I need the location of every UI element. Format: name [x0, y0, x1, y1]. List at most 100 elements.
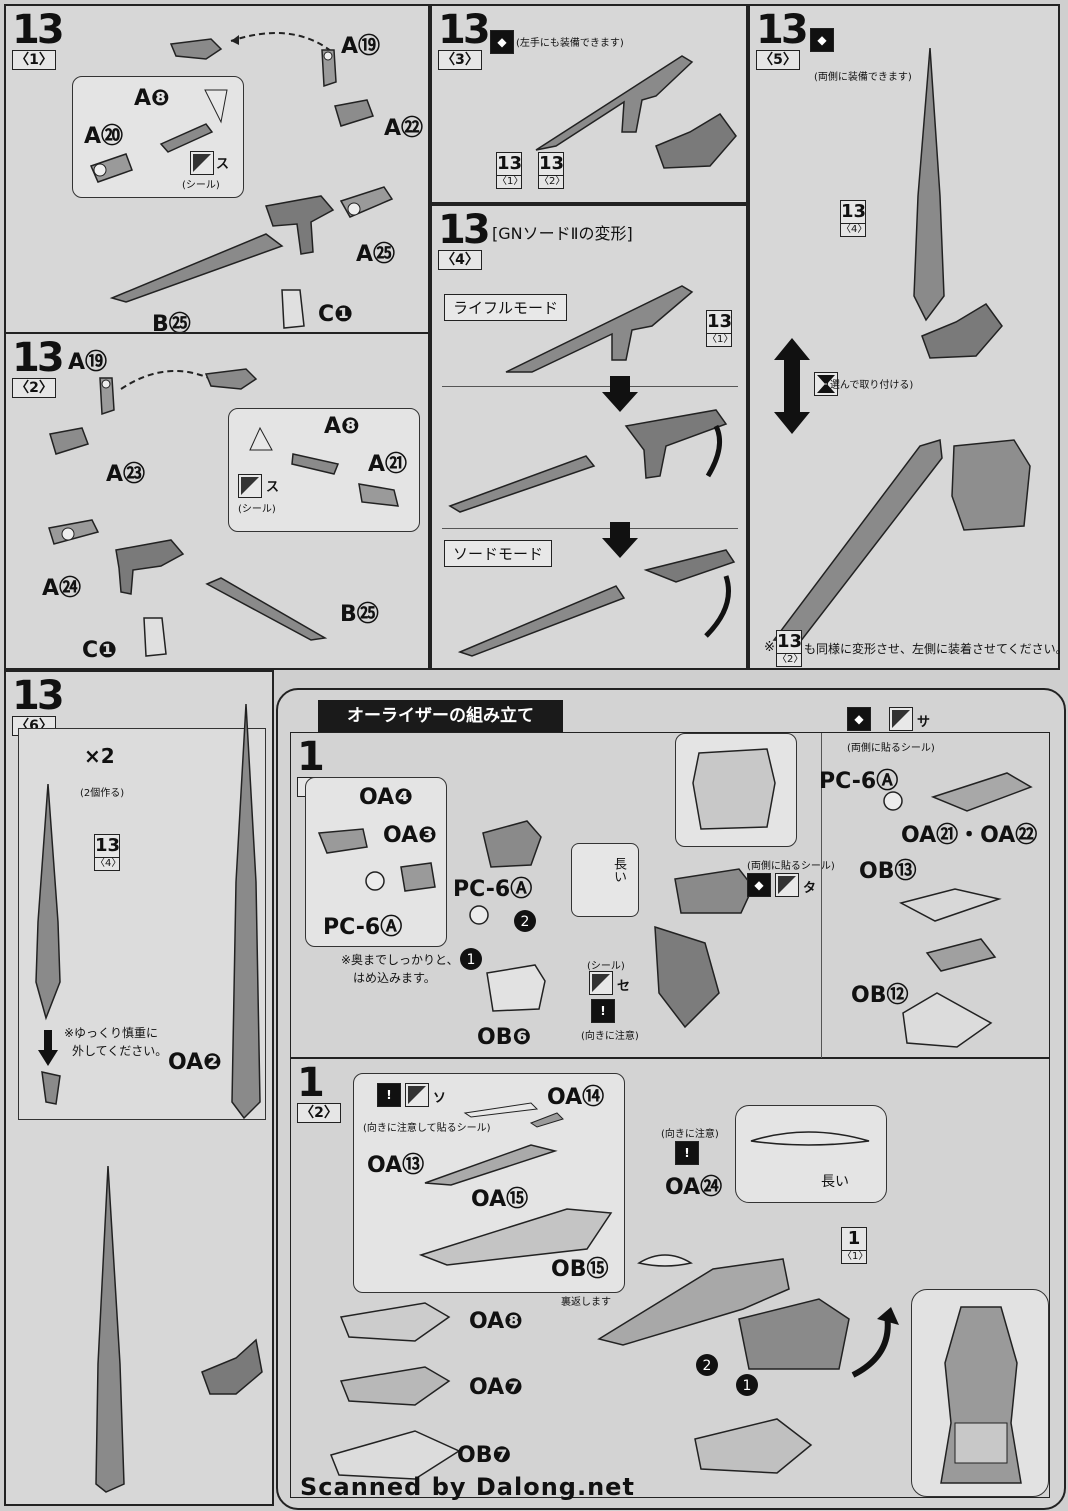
times-two: ×2 [84, 744, 115, 768]
ref-13-2: 13〈2〉 [538, 152, 565, 189]
label-b25: B㉕ [340, 602, 379, 627]
label-a24: A㉔ [42, 576, 82, 601]
double-arrow [774, 338, 810, 434]
part-a8 [159, 123, 214, 153]
claw-part [654, 925, 720, 1029]
note-make2: (2個作る) [80, 788, 125, 799]
caution-icon: ! [675, 1141, 699, 1165]
note-press2: はめ込みます。 [353, 971, 436, 985]
label-oa4: OA❹ [359, 785, 413, 810]
body-unit [738, 1298, 850, 1370]
label-a23: A㉓ [106, 462, 146, 487]
small-hilt [41, 1071, 61, 1105]
wing-assembled [597, 1258, 790, 1346]
panel-step-13-6: 13 〈6〉 ×2 (2個作る) 13〈4〉 ※ゆっくり慎重に 外してください。… [4, 670, 274, 1506]
left-right-icon: ◆ [747, 873, 771, 897]
label-a20: A⑳ [84, 124, 124, 149]
note-both-sticker: (両側に貼るシール) [847, 743, 935, 754]
gun-handle-part [204, 368, 258, 390]
note-caution: (向きに注意) [581, 1031, 639, 1042]
part-ob12-top [925, 938, 997, 972]
note-both-sticker: (両側に貼るシール) [747, 861, 835, 872]
part-ob12 [902, 992, 993, 1048]
step-number: 13 [438, 207, 491, 253]
sword-vertical [913, 47, 945, 322]
ref-num: 13 [777, 631, 803, 652]
ref-1-1: 1〈1〉 [841, 1227, 869, 1264]
forearm-part [921, 303, 1003, 359]
sticker-so: ソ [433, 1091, 447, 1106]
panel-step-13-3: 13 〈3〉 ◆ (左手にも装備できます) 13〈1〉 13〈2〉 [430, 4, 748, 204]
base-unit [694, 1418, 813, 1474]
dashed-arrow [120, 370, 212, 390]
label-pc6: PC-6Ⓐ [819, 769, 899, 794]
inset-x2 [18, 728, 266, 1120]
ref-num: 1 [847, 1228, 861, 1249]
sword-right [231, 703, 261, 1120]
note-press: ※奥までしっかりと、 [341, 953, 459, 967]
step-badge: 13 〈3〉 [438, 10, 491, 70]
sticker-shape [249, 426, 273, 451]
small-part-a19 [99, 377, 115, 416]
caution-icon: ! [377, 1083, 401, 1107]
label-ob15: OB⑮ [551, 1257, 609, 1282]
sword-mode-label: ソードモード [444, 540, 553, 567]
caution-icon: ! [591, 999, 615, 1023]
panel-step-1-2: 1 〈2〉 ! ソ (向きに注意して貼るシール) OA⑭ OA⑬ OA⑮ OB⑮… [290, 1058, 1050, 1498]
blade-b25 [109, 233, 284, 303]
gun-handle-part [169, 38, 223, 60]
select-icon [814, 372, 838, 396]
note-long: 長い [821, 1174, 849, 1190]
ref-num: 13 [841, 201, 867, 222]
ref-sub: 〈4〉 [841, 223, 868, 235]
note-caution-sticker: (向きに注意して貼るシール) [363, 1123, 491, 1134]
part-ob15 [418, 1208, 613, 1266]
note-asterisk: ※ [764, 640, 775, 655]
sticker-icon [889, 707, 913, 731]
down-arrow [602, 522, 638, 558]
ref-sub: 〈2〉 [777, 653, 804, 665]
ref-sub: 〈1〉 [842, 1250, 869, 1262]
sticker-se: セ [617, 979, 631, 994]
torso-part [951, 439, 1031, 531]
label-pc6: PC-6Ⓐ [453, 877, 533, 902]
part-top-view [692, 748, 776, 830]
step-marker-1: 1 [736, 1374, 758, 1396]
note-caution: (向きに注意) [661, 1129, 719, 1140]
ref-13-4: 13〈4〉 [94, 834, 121, 871]
part-oa8 [339, 1302, 451, 1342]
front-view-unit [940, 1306, 1022, 1484]
sticker-ta: タ [803, 881, 817, 896]
forearm-part [655, 113, 737, 169]
label-oa14: OA⑭ [547, 1085, 605, 1110]
label-ob6: OB❻ [477, 1025, 532, 1050]
part-clip-assembled [674, 868, 754, 914]
label-ob12: OB⑫ [851, 983, 909, 1008]
panel-step-13-5: 13 〈5〉 ◆ (両側に装備できます) 13〈4〉 (選んで取り付ける) ※ … [748, 4, 1068, 670]
part-pc6 [883, 791, 903, 811]
step-badge: 13 〈6〉 [12, 676, 65, 736]
inset-long [571, 843, 639, 917]
step-sub: 〈2〉 [12, 378, 56, 398]
sword-left [35, 783, 61, 1021]
down-arrow [602, 376, 638, 412]
panel-step-1-1: 1 〈1〉 OA❹ OA❸ PC-6Ⓐ PC-6Ⓐ 1 2 ※奥までしっかりと、… [290, 707, 1050, 1059]
step-marker-1: 1 [460, 948, 482, 970]
part-c1 [143, 617, 167, 657]
step-marker-2: 2 [696, 1354, 718, 1376]
rifle-mode-label: ライフルモード [444, 294, 568, 321]
ref-num: 13 [95, 835, 121, 856]
gun-body [115, 539, 185, 595]
down-arrow [38, 1030, 58, 1066]
sticker-seal-label: (シール) [182, 180, 220, 191]
label-a8: A❽ [134, 86, 170, 111]
step-number: 13 [12, 7, 65, 53]
part-oa4 [317, 828, 368, 854]
label-ob7: OB❼ [457, 1443, 512, 1468]
step-sub: 〈1〉 [12, 50, 56, 70]
ref-13-2: 13〈2〉 [776, 630, 804, 667]
step-badge: 13 〈1〉 [12, 7, 65, 70]
part-oa7 [339, 1366, 451, 1406]
step-number: 1 [297, 734, 325, 780]
